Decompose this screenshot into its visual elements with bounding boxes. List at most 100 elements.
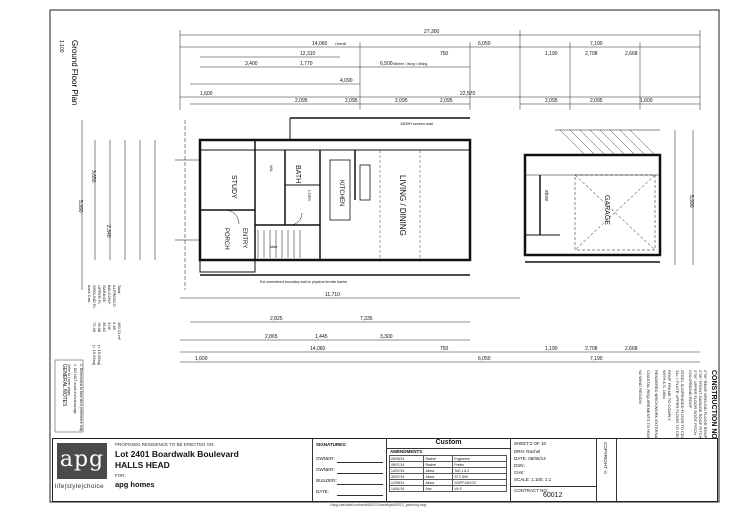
cnote-8: ROOF FRAME TO COMPLY: [667, 370, 672, 421]
area-heading: Area Calc: [87, 285, 92, 303]
apg-logo: apg life|style|choice: [53, 439, 111, 501]
sign-line-2: [337, 472, 383, 474]
dim-3300: 3,300: [380, 334, 393, 340]
top-dimensions: [179, 30, 701, 110]
sign-date: DATE:: [316, 489, 329, 494]
logo-mark: apg: [57, 443, 107, 479]
dim-1445: 1,445: [315, 334, 328, 340]
cnote-6: 31c = PLATE UPPER FLOOR TO CEILING: [675, 370, 680, 447]
area-squares-0: (≈ 19.63sq): [92, 345, 97, 366]
dim-2865: 2,865: [265, 334, 278, 340]
dim-7190-bottom: 7,190: [590, 356, 603, 362]
dim-2095-b: 2,095: [345, 98, 358, 104]
area-row-4-val: 3.46: [112, 322, 117, 331]
room-entry: ENTRY: [241, 228, 247, 248]
dim-main-width: 14,060: [312, 41, 328, 47]
dim-2095-f: 2,095: [590, 98, 603, 104]
cnote-13: COASTAL REQUIREMENTS TO HOME: [646, 370, 651, 442]
drawing-scale: 1:100: [58, 40, 64, 53]
sign-line-4: [337, 494, 383, 496]
dim-overall-label: Overall: [335, 42, 346, 46]
area-row-3-val: 3.06: [107, 322, 112, 331]
dim-left-depth: 5,990: [77, 200, 83, 213]
dim-7335: 7,335: [360, 316, 373, 322]
sheet-number: SHEET:2 OF 10: [514, 441, 547, 446]
cnote-5: STEEL SUSPENDED FLOOR TO CEILING: [680, 370, 685, 447]
for-label: FOR:: [115, 473, 126, 478]
general-notes: GENERAL NOTES (refer to cover page) 1. D…: [54, 359, 84, 433]
contract-number: 60012: [543, 492, 563, 499]
dim-750-top: 750: [440, 51, 449, 57]
signatures: SIGNATURES: OWNER: OWNER: BUILDER: DATE:: [313, 439, 387, 501]
suburb: HALLS HEAD: [115, 460, 170, 470]
top-dim-labels: 27,300 14,060 Overall 6,050 7,190 22,570…: [200, 29, 653, 104]
dim-6050-bottom: 6,050: [478, 356, 491, 362]
dim-2825: 2,825: [270, 316, 283, 322]
sign-builder: BUILDER:: [316, 478, 337, 483]
boundary-wall-note: Ext unrendered boundary wall w/ physical…: [260, 280, 348, 284]
dim-left-sub2: 2,340: [105, 225, 111, 238]
dim-gap-width: 6,050: [478, 41, 491, 47]
dim-2095-c: 2,095: [395, 98, 408, 104]
dim-1190-bottom: 1,190: [545, 346, 558, 352]
area-squares-1: (≈ 19.99sq): [97, 345, 102, 366]
dim-kitchen-top: kitchen / living / dining: [393, 62, 427, 66]
area-row-0: GROUND FL: [92, 285, 97, 309]
lot-address: Lot 2401 Boardwalk Boulevard: [115, 449, 239, 459]
drn: DRN: Rachel: [514, 449, 541, 454]
cnote-15: N2 WIND REGION: [638, 370, 643, 404]
dim-2668-bottom: 2,668: [625, 346, 638, 352]
dsn: DSN:: [514, 463, 525, 468]
dim-12310: 12,310: [300, 51, 316, 57]
general-note-1: 1. DO NOT scale from drawings: [73, 364, 77, 414]
area-row-5-val: 183.31 m²: [117, 322, 122, 341]
area-row-2: GARAGE: [102, 285, 107, 302]
room-store: store: [543, 190, 549, 201]
area-row-2-val: 36.82: [102, 322, 107, 333]
bottom-dimensions: [180, 297, 700, 363]
dim-4090: 4,090: [340, 78, 353, 84]
area-row-5: Total: [117, 285, 122, 294]
dim-1190-top: 1,190: [545, 51, 558, 57]
room-study: STUDY: [230, 175, 237, 199]
copyright: COPYRIGHT ©: [597, 439, 617, 501]
sheet-meta: SHEET:2 OF 10 DRN: Rachel DATE: 05/06/14…: [511, 439, 597, 501]
proposed-label: PROPOSED RESIDENCE TO BE ERECTED ON:: [115, 442, 215, 447]
dim-right-depth: 5,990: [688, 195, 694, 208]
room-ldry: L'DRY: [307, 190, 312, 202]
dim-bottom-total: 11,710: [325, 292, 340, 298]
room-wil: WIL: [269, 165, 274, 173]
construction-notes-heading: CONSTRUCTION NOTES: [710, 370, 717, 453]
room-kitchen: KITCHEN: [338, 180, 344, 206]
amendments-label: AMENDMENTS: [390, 449, 423, 454]
sign-owner-2: OWNER:: [316, 467, 335, 472]
area-schedule: Area Calc GROUND FL 72.46 UPPER FL 78.98…: [87, 285, 122, 366]
dim-22570: 22,570: [460, 91, 476, 97]
dim-1770: 1,770: [300, 61, 313, 67]
dim-1600-bottom: 1,600: [195, 356, 208, 362]
sign-owner-1: OWNER:: [316, 456, 335, 461]
cnote-9: WITH A.S. 1684: [662, 370, 667, 399]
dim-750-bottom: 750: [440, 346, 449, 352]
stair-label: stair: [270, 244, 278, 249]
sign-line-3: [337, 483, 383, 485]
drawing-title: Ground Floor Plan: [70, 40, 79, 105]
dim-garage-width: 7,190: [590, 41, 603, 47]
date: DATE: 05/06/14: [514, 456, 546, 461]
dim-2095-a: 2,095: [295, 98, 308, 104]
garage-walls: [523, 129, 694, 265]
cnote-11: RENDERED BRICKWORK EXTERNALLY: [654, 370, 659, 445]
logo-tagline: life|style|choice: [55, 483, 104, 490]
room-bath: BATH: [294, 165, 301, 183]
dim-1600-top: 1,600: [200, 91, 213, 97]
sheet-border: [49, 9, 720, 503]
area-row-3: BALCONY: [107, 285, 112, 304]
general-notes-heading: GENERAL NOTES: [61, 364, 67, 407]
contract-label: CONTRACT NO:: [514, 488, 549, 493]
file-path: \\apg-sbs\data\contracts\60012\drawings\…: [330, 503, 427, 507]
dim-2708-bottom: 2,708: [585, 346, 598, 352]
scale: SCALE: 1:100, 1:1: [514, 477, 552, 482]
dim-2095-d: 2,095: [440, 98, 453, 104]
